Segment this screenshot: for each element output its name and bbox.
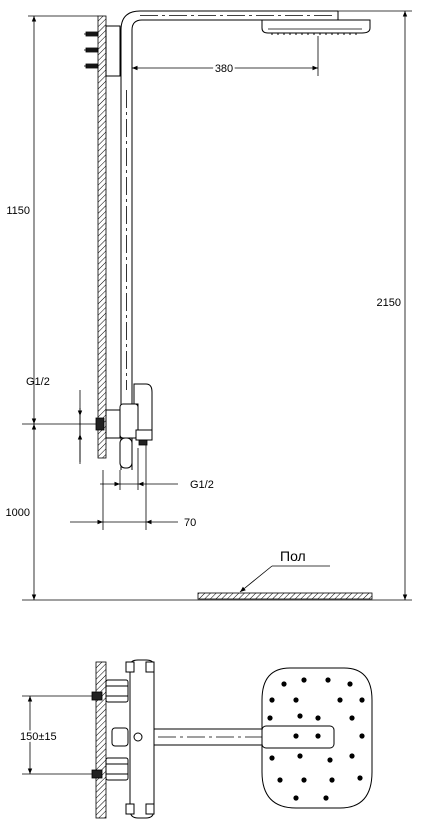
dimension-inlet-spacing: 150±15 [18,695,92,775]
shower-head [261,19,371,35]
top-view: 150±15 [18,659,373,819]
mixer [75,383,153,469]
arm-length-label: 380 [215,63,233,75]
top-view-shower-head [261,667,373,809]
upper-inlet [91,679,129,703]
inlet-thread-label: G1/2 [26,376,50,388]
side-view: 380 1150 2150 1000 70 G1/2 [6,10,412,601]
upper-height-label: 1150 [6,205,30,217]
top-bracket [105,25,121,77]
inlet-spacing-label: 150±15 [20,731,57,743]
dimension-arm-length: 380 [132,61,318,77]
floor-leader: Пол [239,548,330,593]
wall-screws [84,31,99,69]
dimension-upper-height: 1150 [6,16,37,424]
top-view-mixer [111,659,155,819]
outlet-thread-label: G1/2 [190,479,214,491]
extension-lines [22,10,412,601]
inlet-height-label: 1000 [6,507,30,519]
wall [97,15,107,459]
floor [197,592,373,600]
dimension-inlet-thread: G1/2 [26,376,83,462]
shower-arm [120,10,339,31]
total-height-label: 2150 [377,297,401,309]
top-view-wall [95,661,107,819]
dimension-wall-offset: 70 [70,517,196,529]
dimension-inlet-height: 1000 [6,424,37,600]
dimension-outlet-thread: G1/2 [100,479,214,491]
floor-label: Пол [280,548,306,564]
riser-pipe [120,30,133,470]
dimension-total-height: 2150 [377,11,408,600]
lower-inlet [91,757,129,781]
wall-offset-label: 70 [184,517,196,529]
